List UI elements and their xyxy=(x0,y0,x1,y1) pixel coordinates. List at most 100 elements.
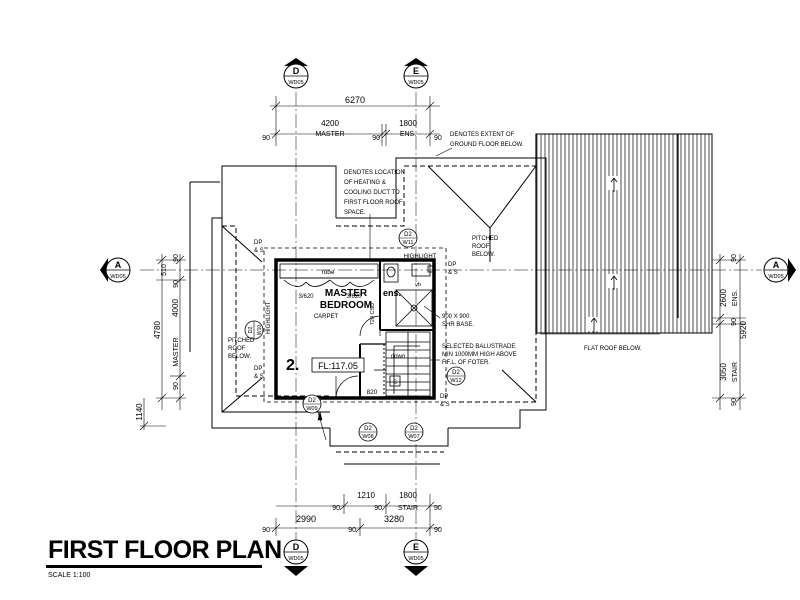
note-dps-1b: & S xyxy=(254,248,264,254)
door-label-1: 3/620 xyxy=(298,294,314,300)
section-marker-d-top: D WD05 xyxy=(283,58,309,89)
section-e-bottom-letter: E xyxy=(413,542,419,552)
note-shr-base-1: 900 X 900 xyxy=(442,314,470,320)
note-pitched-left-2: ROOF xyxy=(228,346,246,352)
section-d-bottom-ref: WD05 xyxy=(288,556,303,562)
dim-bot-3280: 3280 xyxy=(384,514,404,524)
note-pitched-right-1: PITCHED xyxy=(472,236,499,242)
note-pitched-right-3: BELOW. xyxy=(472,252,495,258)
dim-top-90-a: 90 xyxy=(262,135,270,142)
drawing-scale: SCALE 1:100 xyxy=(48,572,91,579)
room-master-floor: CARPET xyxy=(314,314,339,320)
window-tag-w09: D2 W09 xyxy=(302,394,322,414)
room-master-name-2: BEDROOM xyxy=(320,300,372,311)
walls xyxy=(274,258,436,400)
dim-top-ens-label: ENS. xyxy=(400,131,416,138)
dim-bot-stair-label: STAIR xyxy=(398,505,418,512)
section-marker-e-bottom: E WD05 xyxy=(403,539,429,576)
note-pitched-right-2: ROOF xyxy=(472,244,490,250)
svg-text:W08: W08 xyxy=(362,434,373,440)
dim-top-90-b: 90 xyxy=(372,135,380,142)
note-heating-4: FIRST FLOOR ROOF xyxy=(344,200,403,206)
window-tag-w10: D2 W10 xyxy=(244,320,264,340)
window-tag-w11: D2 W11 xyxy=(398,228,418,248)
leader-lines xyxy=(317,147,660,441)
note-dps-3a: DP xyxy=(254,366,262,372)
stair-s-label: S xyxy=(393,380,397,386)
note-balustrade-3: F.F.L. OF FOTER. xyxy=(442,360,490,366)
svg-text:W12: W12 xyxy=(450,378,461,384)
note-dps-4b: & S xyxy=(440,402,450,408)
svg-text:D2: D2 xyxy=(452,370,460,376)
section-a-right-ref: WD05 xyxy=(768,274,783,280)
dim-left-master-label: MASTER xyxy=(173,337,180,366)
drawing-title: FIRST FLOOR PLAN xyxy=(48,536,282,564)
dim-top-total: 6270 xyxy=(345,95,365,105)
section-e-top-ref: WD05 xyxy=(408,80,423,86)
svg-text:D2: D2 xyxy=(248,326,254,333)
dim-right-ens-label: ENS. xyxy=(732,290,739,306)
floor-level: FL:117.05 xyxy=(318,361,358,371)
note-dps-2b: & S xyxy=(448,270,458,276)
dim-left-90-c: 90 xyxy=(173,382,180,390)
note-shr-base-2: SHR BASE. xyxy=(442,322,474,328)
svg-text:D2: D2 xyxy=(410,426,418,432)
dim-top-master-label: MASTER xyxy=(315,131,344,138)
note-ground-extent-1: DENOTES EXTENT OF xyxy=(450,132,515,138)
door-label-3: 720 CSD xyxy=(370,303,376,325)
note-dps-3b: & S xyxy=(254,374,264,380)
dim-bot-2990: 2990 xyxy=(296,514,316,524)
note-pitched-left-1: PITCHED xyxy=(228,338,255,344)
svg-text:W11: W11 xyxy=(403,240,414,246)
dim-right-3050: 3050 xyxy=(719,363,728,381)
svg-text:D2: D2 xyxy=(308,398,316,404)
note-dps-4a: DP xyxy=(440,394,448,400)
room-labels: MASTER BEDROOM CARPET 2. FL:117.05 robe … xyxy=(266,254,437,396)
dim-right-90-c: 90 xyxy=(731,398,738,406)
stair xyxy=(374,331,431,397)
note-flat-roof: FLAT ROOF BELOW. xyxy=(584,346,642,352)
section-e-top-letter: E xyxy=(413,66,419,76)
section-a-left-ref: WD05 xyxy=(110,274,125,280)
note-dps-1a: DP xyxy=(254,240,262,246)
note-dps-2a: DP xyxy=(448,262,456,268)
highlight-left-label: HIGHLIGHT xyxy=(266,301,272,334)
room-master-name-1: MASTER xyxy=(325,288,368,299)
robe-label: robe xyxy=(321,269,334,276)
note-heating-5: SPACE. xyxy=(344,210,366,216)
dim-bot-90-c: 90 xyxy=(434,505,442,512)
dim-left-90-b: 90 xyxy=(173,280,180,288)
highlight-top-label: HIGHLIGHT xyxy=(404,254,437,260)
dim-right-90-a: 90 xyxy=(731,254,738,262)
dimension-labels: 6270 4200 MASTER 1800 ENS. 90 90 90 4780… xyxy=(135,95,748,534)
dim-left-90-a: 90 xyxy=(173,254,180,262)
section-d-top-letter: D xyxy=(293,66,300,76)
ensuite-fixtures xyxy=(383,263,435,327)
dim-bot-90-a: 90 xyxy=(332,505,340,512)
roof-outlines xyxy=(189,157,547,465)
dim-left-510: 510 xyxy=(161,264,168,276)
svg-text:W07: W07 xyxy=(408,434,419,440)
ens-label: ens. xyxy=(383,288,401,298)
dim-right-90-b: 90 xyxy=(731,318,738,326)
window-tag-w08: D2 W08 xyxy=(358,422,378,442)
section-a-left-letter: A xyxy=(115,260,122,270)
note-ground-extent-2: GROUND FLOOR BELOW. xyxy=(450,142,524,148)
dimension-lines xyxy=(139,96,746,536)
dim-right-stair-label: STAIR xyxy=(732,362,739,382)
door-label-4: 820 xyxy=(367,389,378,396)
window-tag-w12: D2 W12 xyxy=(446,366,466,386)
dim-bot-90-d: 90 xyxy=(262,527,270,534)
vb-label: vb xyxy=(415,282,421,288)
dim-bot-1800: 1800 xyxy=(399,491,417,500)
dim-bot-90-b: 90 xyxy=(374,505,382,512)
flat-roof-hatched xyxy=(535,133,713,334)
dim-top-ens: 1800 xyxy=(399,119,417,128)
dim-left-1140: 1140 xyxy=(135,403,144,421)
dim-top-90-c: 90 xyxy=(434,135,442,142)
svg-text:W10: W10 xyxy=(257,325,263,336)
robe xyxy=(279,263,379,287)
svg-text:D2: D2 xyxy=(404,232,412,238)
dim-left-4000: 4000 xyxy=(171,299,180,317)
